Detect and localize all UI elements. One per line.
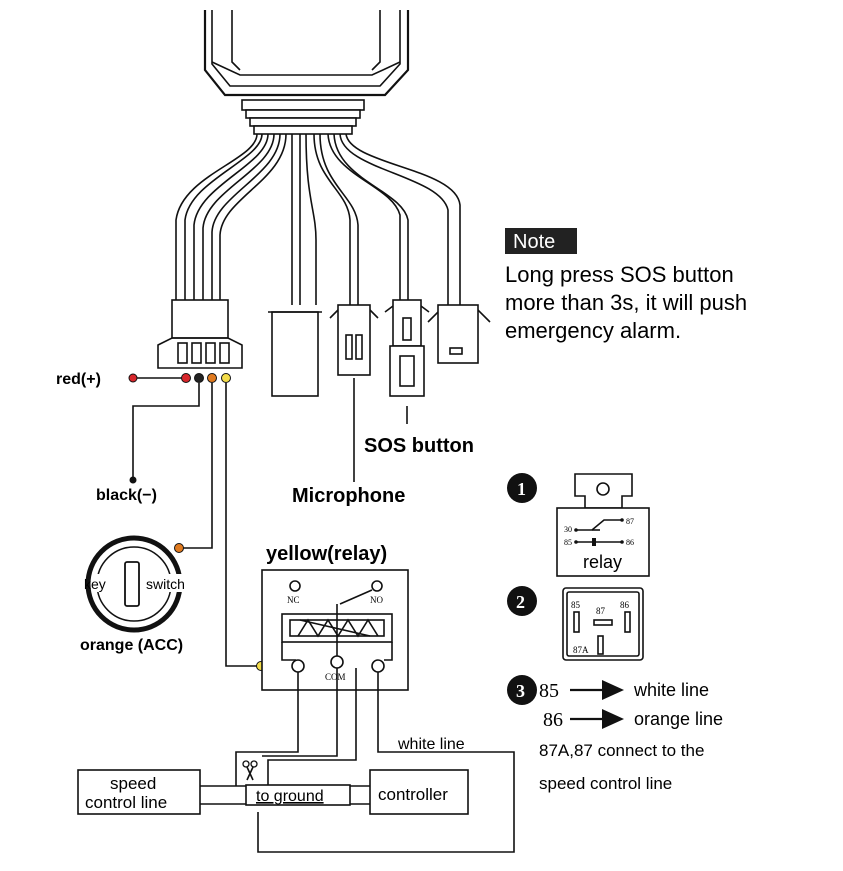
speed-control-label-2: control line — [85, 793, 167, 812]
pinout-86-label: 86 — [620, 600, 630, 610]
orange-terminal-dot — [174, 543, 184, 553]
tracker-device-body — [203, 10, 410, 135]
controller-box — [369, 769, 469, 815]
power-plug-4pin — [157, 299, 243, 369]
note-badge — [505, 228, 577, 254]
microphone-label: Microphone — [292, 485, 405, 507]
step-3-badge — [507, 675, 537, 705]
black-terminal-dot — [129, 476, 137, 484]
step-1-badge — [507, 473, 537, 503]
yellow-wire — [225, 383, 258, 667]
to-ground-label: to ground — [256, 788, 324, 805]
arrow-right-icon — [570, 709, 624, 729]
key-label: key — [84, 576, 106, 592]
step-2-number: 2 — [516, 592, 525, 612]
yellow-wire-dot — [221, 373, 231, 383]
sos-label: SOS button — [364, 435, 474, 457]
relay-top-view: 30 85 87 86 relay — [556, 473, 650, 577]
pin-85-label: 85 — [564, 538, 572, 547]
cable-bundle — [175, 133, 461, 305]
note-badge-label: Note — [513, 231, 555, 253]
speed-control-label-1: speed — [110, 774, 156, 793]
orange-wire-dot — [207, 373, 217, 383]
relay-caption: relay — [583, 552, 622, 572]
white-line-label: white line — [397, 736, 465, 753]
black-wire — [132, 383, 200, 480]
lower-wiring — [200, 668, 515, 853]
sos-plug — [384, 299, 430, 397]
pinout-87-label: 87 — [596, 606, 606, 616]
relay-no-label: NO — [370, 595, 383, 605]
orange-wire — [182, 383, 213, 549]
aux-plug — [427, 304, 491, 364]
relay-box: NC NO COM — [261, 569, 409, 691]
to-ground-box — [245, 784, 351, 806]
map-86-text: orange line — [634, 709, 723, 729]
connect-line-1: 87A,87 connect to the — [539, 741, 704, 760]
arrow-right-icon — [570, 680, 624, 700]
microphone-connector — [329, 304, 379, 376]
step-2-badge — [507, 586, 537, 616]
map-85-text: white line — [633, 680, 709, 700]
relay-nc-label: NC — [287, 595, 300, 605]
pin-87-label: 87 — [626, 517, 634, 526]
switch-label: switch — [146, 576, 185, 592]
pin-86-label: 86 — [626, 538, 634, 547]
red-terminal-dot — [128, 373, 138, 383]
pinout-85-label: 85 — [571, 600, 581, 610]
red-wire-label: red(+) — [56, 371, 101, 388]
orange-acc-label: orange (ACC) — [80, 637, 183, 654]
step-3-number: 3 — [516, 681, 525, 701]
map-85-pin: 85 — [539, 680, 559, 702]
red-wire-dot — [181, 373, 191, 383]
map-86-pin: 86 — [543, 709, 563, 731]
controller-label: controller — [378, 785, 448, 804]
black-wire-dot — [194, 373, 204, 383]
note-line-3: emergency alarm. — [505, 318, 681, 343]
microphone-plug — [268, 311, 322, 397]
black-wire-label: black(−) — [96, 487, 157, 504]
scissors-icon — [242, 760, 258, 781]
relay-pinout: 85 87 86 87A — [562, 587, 644, 661]
key-switch: key switch — [84, 535, 188, 633]
pinout-87a-label: 87A — [573, 645, 589, 655]
pin-30-label: 30 — [564, 525, 572, 534]
step-1-number: 1 — [517, 479, 526, 499]
connect-line-2: speed control line — [539, 774, 672, 793]
note-line-2: more than 3s, it will push — [505, 290, 747, 315]
yellow-relay-label: yellow(relay) — [266, 543, 387, 565]
relay-com-label: COM — [325, 672, 346, 682]
note-line-1: Long press SOS button — [505, 262, 734, 287]
speed-control-box — [77, 769, 201, 815]
wire-dots — [128, 373, 231, 383]
